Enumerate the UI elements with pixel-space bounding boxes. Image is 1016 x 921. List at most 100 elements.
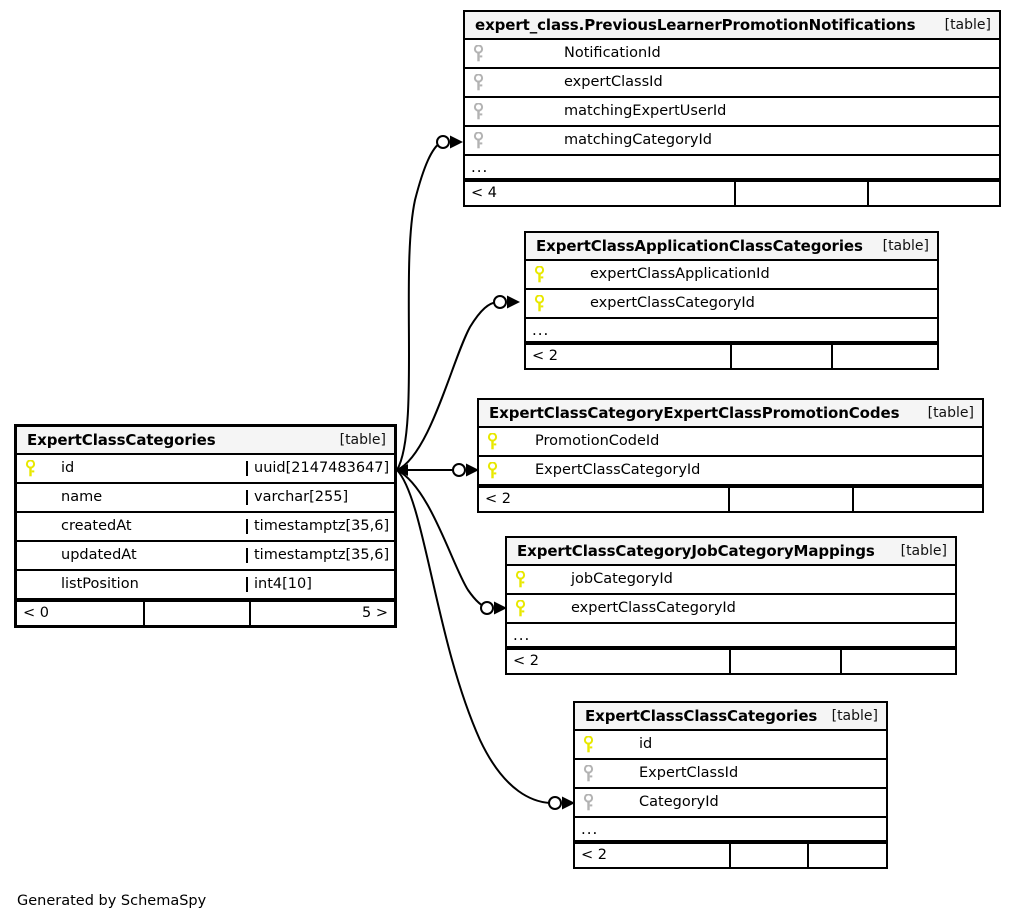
table-row[interactable]: matchingExpertUserId (465, 98, 999, 127)
table-row[interactable]: matchingCategoryId (465, 127, 999, 156)
table-row[interactable]: NotificationId (465, 40, 999, 69)
column-name: expertClassCategoryId (590, 296, 755, 311)
foreign-key-icon (465, 74, 491, 91)
column-name: expertClassCategoryId (571, 601, 736, 616)
table-title: ExpertClassCategoryJobCategoryMappings (517, 541, 875, 560)
edge-to-previous-learner-promotion-notifications (396, 141, 442, 471)
table-footer: < 0 5 > (17, 600, 394, 625)
table-row[interactable]: jobCategoryId (507, 566, 955, 595)
table-title: ExpertClassApplicationClassCategories (536, 236, 863, 255)
column-name: CategoryId (639, 795, 719, 810)
table-header: ExpertClassCategories [table] (17, 427, 394, 455)
column-name: jobCategoryId (571, 572, 673, 587)
primary-key-icon (507, 600, 533, 617)
table-header: ExpertClassCategoryJobCategoryMappings [… (507, 538, 955, 566)
column-name: listPosition (61, 577, 139, 592)
incoming-relationship-count: < 0 (17, 602, 145, 625)
table-title: expert_class.PreviousLearnerPromotionNot… (475, 15, 916, 34)
column-type: int4[10] (246, 577, 394, 592)
table-row[interactable]: expertClassCategoryId (507, 595, 955, 624)
table-expert-class-application-class-categories[interactable]: ExpertClassApplicationClassCategories [t… (524, 231, 939, 370)
foreign-key-icon (465, 45, 491, 62)
table-footer: < 2 (479, 486, 982, 511)
outgoing-relationship-count (869, 182, 999, 205)
table-row[interactable]: expertClassId (465, 69, 999, 98)
outgoing-relationship-count: 5 > (362, 605, 388, 622)
footer-middle-cell (730, 488, 854, 511)
more-columns-indicator: ... (526, 319, 937, 343)
table-row[interactable]: name varchar[255] (17, 484, 394, 513)
column-name: NotificationId (564, 46, 661, 61)
table-header: ExpertClassCategoryExpertClassPromotionC… (479, 400, 982, 428)
column-name: ExpertClassId (639, 766, 739, 781)
column-name: matchingCategoryId (564, 133, 712, 148)
column-name: ExpertClassCategoryId (535, 463, 701, 478)
edge-to-expert-class-category-job-category-mappings (396, 469, 489, 609)
column-name: updatedAt (61, 548, 137, 563)
outgoing-relationship-count (809, 844, 886, 867)
table-header: ExpertClassApplicationClassCategories [t… (526, 233, 937, 261)
table-previous-learner-promotion-notifications[interactable]: expert_class.PreviousLearnerPromotionNot… (463, 10, 1001, 207)
incoming-relationship-count: < 2 (479, 488, 730, 511)
outgoing-relationship-count (833, 345, 937, 368)
footer-middle-cell (731, 650, 842, 673)
table-row[interactable]: id uuid[2147483647] (17, 455, 394, 484)
table-row[interactable]: createdAt timestamptz[35,6] (17, 513, 394, 542)
table-expert-class-category-expert-class-promotion-codes[interactable]: ExpertClassCategoryExpertClassPromotionC… (477, 398, 984, 513)
more-columns-indicator: ... (507, 624, 955, 648)
primary-key-icon (526, 266, 552, 283)
column-type: uuid[2147483647] (246, 461, 394, 476)
footer-middle-cell (732, 345, 833, 368)
table-expert-class-categories[interactable]: ExpertClassCategories [table] id uuid[21… (14, 424, 397, 628)
table-footer: < 4 (465, 180, 999, 205)
footer-middle-cell (145, 602, 251, 625)
column-name: name (61, 490, 103, 505)
primary-key-icon (526, 295, 552, 312)
table-type-tag: [table] (944, 17, 991, 33)
column-name: id (639, 737, 653, 752)
foreign-key-icon (575, 765, 601, 782)
incoming-relationship-count: < 2 (507, 650, 731, 673)
table-title: ExpertClassClassCategories (585, 706, 818, 725)
primary-key-icon (507, 571, 533, 588)
edge-source-marker (397, 464, 408, 476)
table-expert-class-category-job-category-mappings[interactable]: ExpertClassCategoryJobCategoryMappings [… (505, 536, 957, 675)
table-title: ExpertClassCategories (27, 430, 216, 449)
column-name: id (61, 461, 75, 476)
table-row[interactable]: ExpertClassId (575, 760, 886, 789)
primary-key-icon (479, 433, 505, 450)
table-row[interactable]: expertClassApplicationId (526, 261, 937, 290)
table-title: ExpertClassCategoryExpertClassPromotionC… (489, 403, 900, 422)
table-row[interactable]: id (575, 731, 886, 760)
column-name: PromotionCodeId (535, 434, 660, 449)
table-row[interactable]: updatedAt timestamptz[35,6] (17, 542, 394, 571)
table-header: ExpertClassClassCategories [table] (575, 703, 886, 731)
foreign-key-icon (465, 132, 491, 149)
column-name: createdAt (61, 519, 132, 534)
primary-key-icon (575, 736, 601, 753)
table-type-tag: [table] (831, 708, 878, 724)
table-type-tag: [table] (927, 405, 974, 421)
table-row[interactable]: listPosition int4[10] (17, 571, 394, 600)
incoming-relationship-count: < 2 (526, 345, 732, 368)
footer-middle-cell (736, 182, 869, 205)
table-row[interactable]: PromotionCodeId (479, 428, 982, 457)
table-row[interactable]: expertClassCategoryId (526, 290, 937, 319)
column-type: timestamptz[35,6] (246, 519, 394, 534)
table-footer: < 2 (575, 842, 886, 867)
primary-key-icon (17, 460, 43, 477)
table-expert-class-class-categories[interactable]: ExpertClassClassCategories [table] id (573, 701, 888, 869)
table-row[interactable]: ExpertClassCategoryId (479, 457, 982, 486)
generated-by-note: Generated by SchemaSpy (17, 893, 207, 909)
column-type: timestamptz[35,6] (246, 548, 394, 563)
table-type-tag: [table] (882, 238, 929, 254)
outgoing-relationship-count (854, 488, 982, 511)
foreign-key-icon (575, 794, 601, 811)
column-name: expertClassApplicationId (590, 267, 770, 282)
incoming-relationship-count: < 2 (575, 844, 731, 867)
more-columns-indicator: ... (465, 156, 999, 180)
table-row[interactable]: CategoryId (575, 789, 886, 818)
more-columns-indicator: ... (575, 818, 886, 842)
footer-middle-cell (731, 844, 809, 867)
